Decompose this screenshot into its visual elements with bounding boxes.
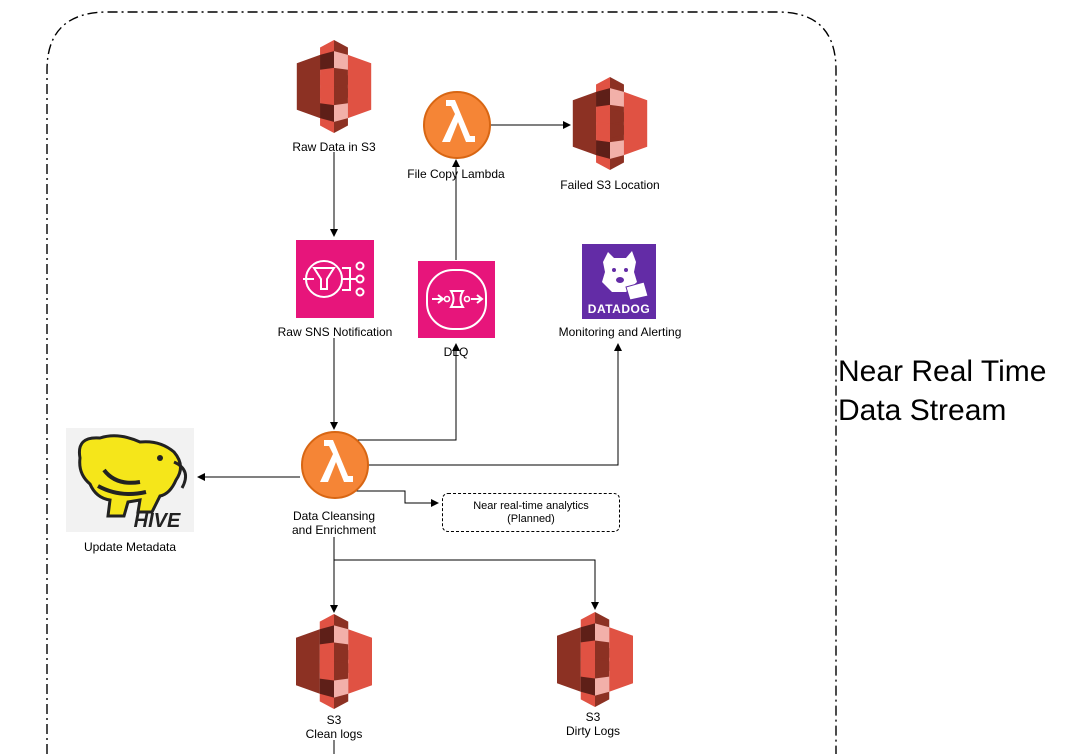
failed-s3-label: Failed S3 Location (560, 178, 660, 192)
s3-bucket-icon (296, 614, 372, 709)
edge-cleansing-to-analytics (352, 490, 439, 507)
dirty-logs-label: S3 Dirty Logs (565, 710, 621, 738)
monitoring-label: Monitoring and Alerting (558, 325, 682, 339)
diagram-title-line2: Data Stream (838, 394, 1007, 427)
dlq-label: DLQ (443, 345, 469, 359)
datadog-icon: DATADOG (582, 244, 656, 319)
file-copy-lambda-label: File Copy Lambda (407, 167, 505, 181)
cleansing-lambda-label: Data Cleansing and Enrichment (291, 509, 377, 537)
raw-sns-label: Raw SNS Notification (277, 325, 393, 339)
edge-cleansing-to-dirty-logs (334, 559, 599, 610)
boundary-frame (46, 11, 837, 754)
edge-cleansing-to-monitoring (368, 343, 622, 466)
hive-icon: HIVE (66, 428, 194, 532)
s3-bucket-icon (557, 612, 633, 707)
raw-s3-label: Raw Data in S3 (292, 140, 376, 154)
lambda-icon (301, 431, 369, 499)
lambda-icon (423, 91, 491, 159)
diagram-title: Near Real Time Data Stream (838, 352, 1046, 430)
sqs-icon (418, 261, 495, 338)
hive-logo-text: HIVE (134, 510, 181, 532)
edge-cleansing-to-dlq (336, 343, 460, 441)
analytics-label: Near real-time analytics (473, 499, 589, 512)
analytics-status: (Planned) (507, 512, 555, 525)
near-realtime-analytics-box: Near real-time analytics (Planned) (442, 493, 620, 532)
sns-icon (296, 240, 374, 318)
s3-bucket-icon (572, 77, 648, 170)
diagram-title-line1: Near Real Time (838, 355, 1047, 388)
datadog-logo-text: DATADOG (588, 302, 650, 316)
clean-logs-label: S3 Clean logs (305, 713, 363, 741)
hive-label: Update Metadata (83, 540, 177, 554)
s3-bucket-icon (296, 40, 372, 133)
